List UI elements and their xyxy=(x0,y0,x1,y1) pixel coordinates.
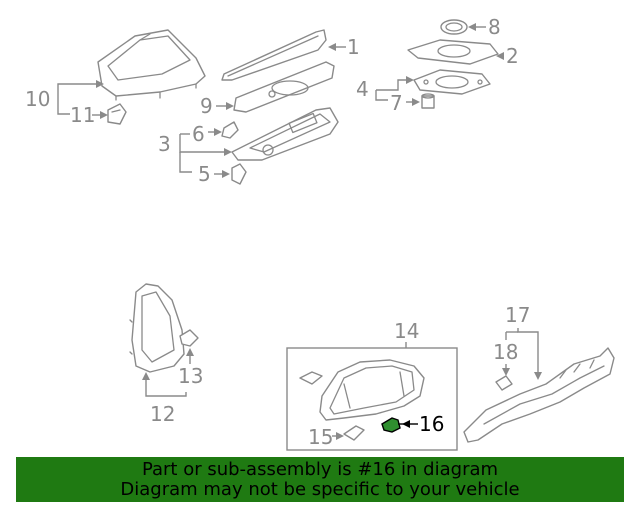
svg-text:7: 7 xyxy=(390,91,403,115)
callout-17: 17 xyxy=(505,303,542,380)
svg-text:18: 18 xyxy=(493,340,518,364)
part-15-screw[interactable] xyxy=(343,425,365,441)
notice-banner: Part or sub-assembly is #16 in diagram D… xyxy=(16,457,624,502)
callout-3: 3 xyxy=(158,132,232,173)
svg-text:12: 12 xyxy=(150,402,175,426)
callout-4: 4 xyxy=(356,76,414,101)
svg-text:9: 9 xyxy=(200,94,213,118)
parts-diagram: 10 11 1 9 3 xyxy=(25,15,615,451)
svg-text:11: 11 xyxy=(70,103,95,127)
svg-text:5: 5 xyxy=(198,162,211,186)
callout-15: 15 xyxy=(308,425,344,449)
callout-8: 8 xyxy=(468,15,501,39)
svg-text:15: 15 xyxy=(308,425,333,449)
part-2-bezel[interactable] xyxy=(407,39,499,65)
callout-16: 16 xyxy=(402,412,444,436)
svg-text:10: 10 xyxy=(25,87,50,111)
callout-14: 14 xyxy=(394,319,419,348)
part-7-bulb[interactable] xyxy=(421,93,435,109)
part-8-ring[interactable] xyxy=(440,19,468,35)
svg-text:8: 8 xyxy=(488,15,501,39)
part-13-clip[interactable] xyxy=(179,329,199,347)
callout-10: 10 xyxy=(25,80,104,115)
callout-2: 2 xyxy=(496,44,519,68)
part-12-side-trim[interactable] xyxy=(129,283,185,373)
callout-9: 9 xyxy=(200,94,234,118)
svg-text:1: 1 xyxy=(347,35,360,59)
part-14-cluster-box[interactable] xyxy=(286,347,458,451)
banner-line-2: Diagram may not be specific to your vehi… xyxy=(120,479,520,500)
callout-1: 1 xyxy=(328,35,360,59)
callout-12: 12 xyxy=(142,372,187,426)
part-10-console-cover[interactable] xyxy=(97,29,206,101)
part-14-clip[interactable] xyxy=(299,371,323,385)
svg-text:6: 6 xyxy=(192,122,205,146)
svg-text:14: 14 xyxy=(394,319,419,343)
callout-11: 11 xyxy=(70,103,108,127)
svg-text:2: 2 xyxy=(506,44,519,68)
part-3-console-base[interactable] xyxy=(231,107,339,161)
callout-7: 7 xyxy=(390,91,420,115)
banner-line-1: Part or sub-assembly is #16 in diagram xyxy=(141,459,499,480)
part-5-clip[interactable] xyxy=(231,163,247,185)
part-1-trim-strip[interactable] xyxy=(221,29,327,81)
callout-5: 5 xyxy=(198,162,230,186)
svg-text:17: 17 xyxy=(505,303,530,327)
callout-18: 18 xyxy=(493,340,518,376)
part-9-panel[interactable] xyxy=(233,61,335,113)
part-17-lower-trim[interactable] xyxy=(463,347,615,443)
part-6-clip[interactable] xyxy=(221,121,239,139)
svg-text:16: 16 xyxy=(419,412,444,436)
callout-13: 13 xyxy=(178,348,203,388)
part-18-clip[interactable] xyxy=(495,375,513,391)
svg-text:3: 3 xyxy=(158,132,171,156)
callout-6: 6 xyxy=(192,122,222,146)
part-4-holder[interactable] xyxy=(413,69,491,95)
svg-text:13: 13 xyxy=(178,364,203,388)
svg-text:4: 4 xyxy=(356,77,369,101)
part-11-clip[interactable] xyxy=(107,103,127,125)
part-16-bulb-highlighted[interactable] xyxy=(381,417,404,433)
